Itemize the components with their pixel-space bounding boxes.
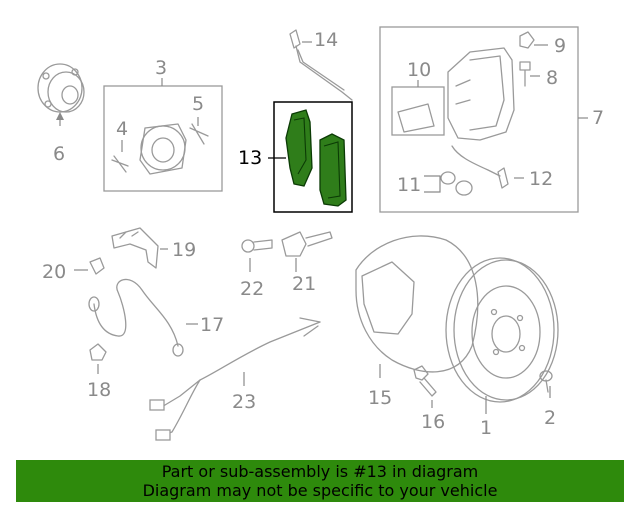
callout-23: 23 <box>232 391 256 413</box>
banner-line-1: Part or sub-assembly is #13 in diagram <box>161 462 479 481</box>
callout-2: 2 <box>544 407 556 429</box>
callout-6: 6 <box>53 143 65 165</box>
part-18-clip <box>89 343 107 374</box>
part-14-wear-sensor <box>289 29 353 101</box>
callout-4: 4 <box>116 118 128 140</box>
callout-19: 19 <box>172 239 196 261</box>
info-banner: Part or sub-assembly is #13 in diagram D… <box>16 460 624 502</box>
callout-16: 16 <box>421 411 445 433</box>
part-1-brake-rotor <box>445 257 559 414</box>
part-7-caliper-group <box>379 26 588 213</box>
callout-9: 9 <box>554 35 566 57</box>
callout-7: 7 <box>592 107 604 129</box>
callout-22: 22 <box>240 278 264 300</box>
callout-21: 21 <box>292 273 316 295</box>
callout-20: 20 <box>42 261 66 283</box>
part-23-sensor-cable <box>149 317 321 441</box>
part-6-hub-flange <box>37 63 85 126</box>
callout-10: 10 <box>407 59 431 81</box>
part-13-brake-pads <box>268 101 353 213</box>
part-2-screw <box>539 370 553 398</box>
callout-11: 11 <box>397 174 421 196</box>
callout-18: 18 <box>87 379 111 401</box>
callout-13: 13 <box>238 147 262 169</box>
callout-15: 15 <box>368 387 392 409</box>
part-21-guide-pin <box>281 231 333 272</box>
callout-3: 3 <box>155 57 167 79</box>
part-22-bolt <box>241 239 273 272</box>
callout-1: 1 <box>480 417 492 439</box>
part-3-group <box>103 78 223 192</box>
part-15-splash-shield <box>355 235 479 378</box>
callout-12: 12 <box>529 168 553 190</box>
part-17-sensor-harness <box>88 278 198 357</box>
parts-diagram: 6 3 4 5 14 13 <box>37 26 604 441</box>
callout-8: 8 <box>546 67 558 89</box>
callout-17: 17 <box>200 314 224 336</box>
part-20-bolt <box>74 257 105 275</box>
callout-5: 5 <box>192 93 204 115</box>
banner-line-2: Diagram may not be specific to your vehi… <box>142 481 498 500</box>
part-19-bracket <box>111 227 168 269</box>
part-16-bolt <box>413 365 437 408</box>
callout-14: 14 <box>314 29 338 51</box>
